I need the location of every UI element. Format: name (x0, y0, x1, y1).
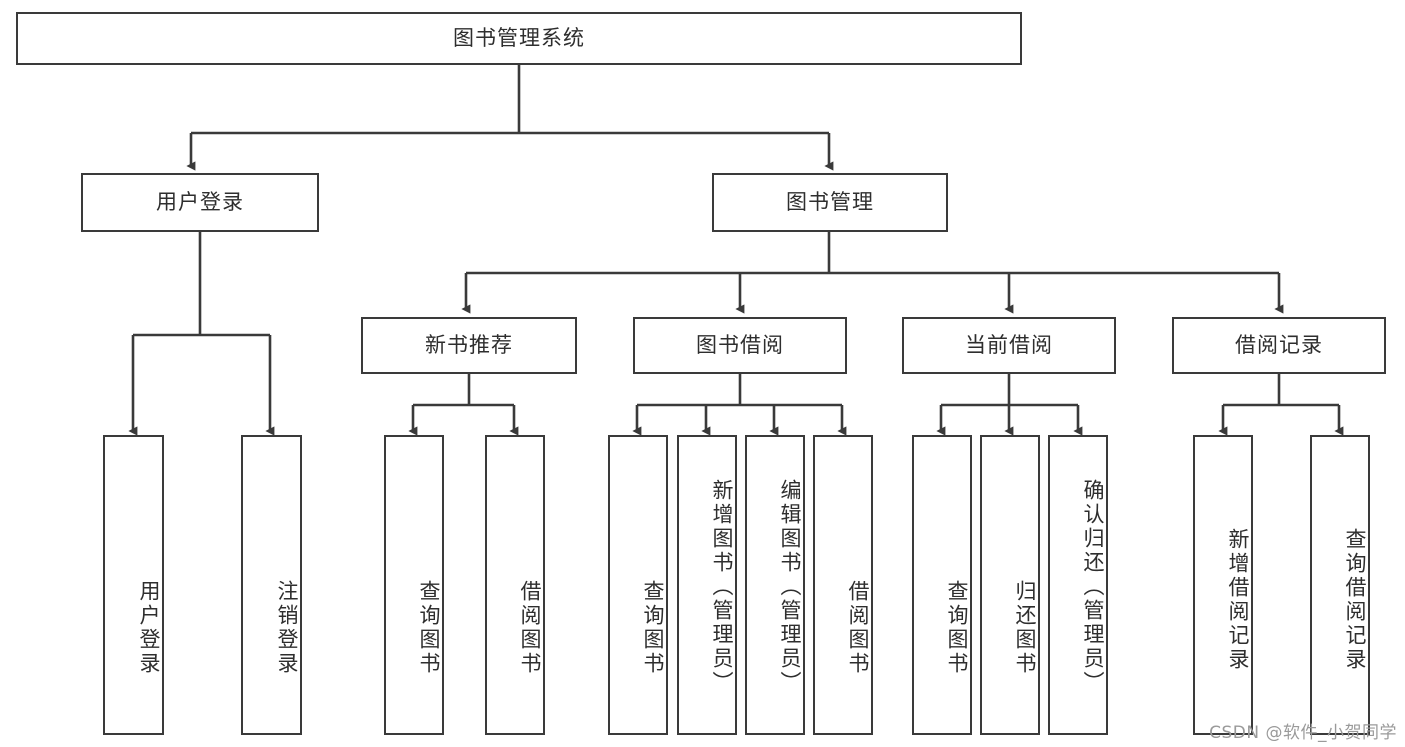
leaf-query-book-1-label: 查询图书 (417, 580, 441, 676)
node-current-borrow[interactable]: 当前借阅 (902, 317, 1116, 374)
leaf-query-book-3-label: 查询图书 (945, 580, 969, 676)
leaf-edit-book-admin-label: 编辑图书（管理员） (778, 479, 802, 695)
leaf-query-book-2[interactable]: 查询图书 (608, 435, 668, 735)
leaf-query-book-2-label: 查询图书 (641, 580, 665, 676)
node-root-label: 图书管理系统 (453, 25, 585, 50)
node-new-book-recommend-label: 新书推荐 (425, 332, 513, 357)
leaf-borrow-book-1-label: 借阅图书 (518, 580, 542, 676)
leaf-return-book-label: 归还图书 (1013, 580, 1037, 676)
node-book-manage[interactable]: 图书管理 (712, 173, 948, 232)
node-root[interactable]: 图书管理系统 (16, 12, 1022, 65)
leaf-edit-book-admin[interactable]: 编辑图书（管理员） (745, 435, 805, 735)
leaf-logout[interactable]: 注销登录 (241, 435, 302, 735)
node-book-manage-label: 图书管理 (786, 189, 874, 214)
node-user-login[interactable]: 用户登录 (81, 173, 319, 232)
node-current-borrow-label: 当前借阅 (965, 332, 1053, 357)
csdn-watermark: CSDN @软件_小贺同学 (1209, 723, 1397, 743)
node-borrow-record[interactable]: 借阅记录 (1172, 317, 1386, 374)
leaf-query-borrow-record[interactable]: 查询借阅记录 (1310, 435, 1370, 735)
node-book-borrow-label: 图书借阅 (696, 332, 784, 357)
leaf-query-book-3[interactable]: 查询图书 (912, 435, 972, 735)
leaf-add-borrow-record[interactable]: 新增借阅记录 (1193, 435, 1253, 735)
leaf-add-book-admin-label: 新增图书（管理员） (710, 479, 734, 695)
node-book-borrow[interactable]: 图书借阅 (633, 317, 847, 374)
leaf-confirm-return-admin[interactable]: 确认归还（管理员） (1048, 435, 1108, 735)
leaf-query-book-1[interactable]: 查询图书 (384, 435, 444, 735)
leaf-logout-label: 注销登录 (275, 580, 299, 676)
leaf-add-borrow-record-label: 新增借阅记录 (1226, 528, 1250, 672)
leaf-user-login[interactable]: 用户登录 (103, 435, 164, 735)
leaf-query-borrow-record-label: 查询借阅记录 (1343, 528, 1367, 672)
node-new-book-recommend[interactable]: 新书推荐 (361, 317, 577, 374)
node-user-login-label: 用户登录 (156, 189, 244, 214)
leaf-borrow-book-1[interactable]: 借阅图书 (485, 435, 545, 735)
leaf-add-book-admin[interactable]: 新增图书（管理员） (677, 435, 737, 735)
leaf-borrow-book-2[interactable]: 借阅图书 (813, 435, 873, 735)
node-borrow-record-label: 借阅记录 (1235, 332, 1323, 357)
leaf-user-login-label: 用户登录 (137, 580, 161, 676)
leaf-confirm-return-admin-label: 确认归还（管理员） (1081, 479, 1105, 695)
leaf-borrow-book-2-label: 借阅图书 (846, 580, 870, 676)
leaf-return-book[interactable]: 归还图书 (980, 435, 1040, 735)
